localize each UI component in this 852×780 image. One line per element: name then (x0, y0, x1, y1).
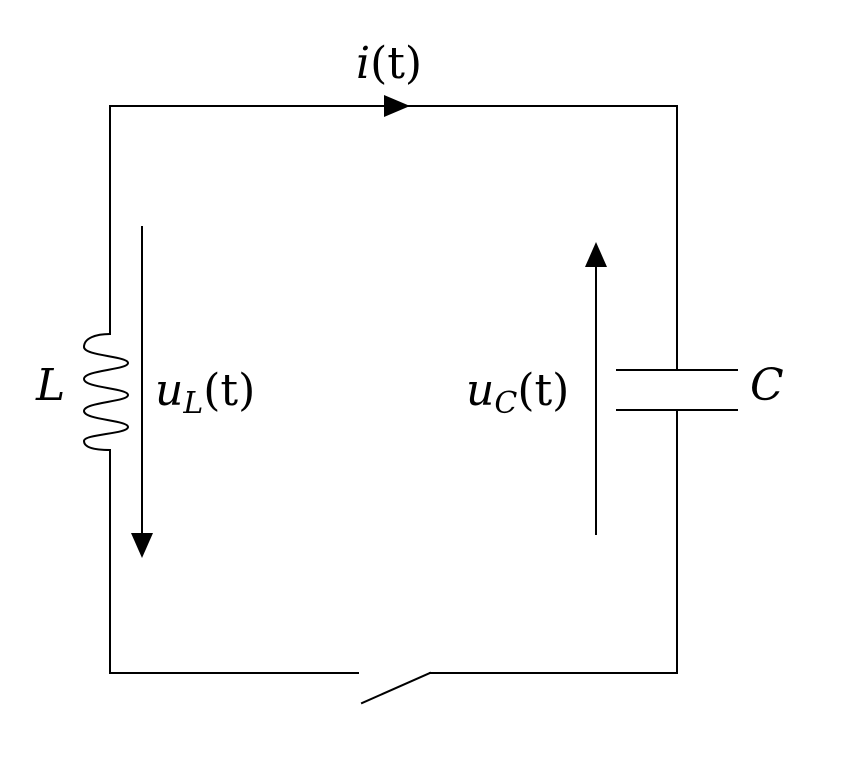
inductor (82, 333, 130, 451)
capacitor-voltage-label: uC(t) (466, 365, 569, 421)
right-wire-bottom (429, 409, 678, 674)
inductor-voltage-label: uL(t) (155, 365, 255, 421)
capacitor-voltage-arrow (585, 242, 607, 535)
left-wire-top (109, 105, 678, 371)
current-arrow-head (384, 95, 410, 117)
inductor-voltage-arrow (131, 226, 153, 558)
capacitor (616, 369, 738, 411)
inductor-coil (82, 333, 130, 451)
left-wire-bottom (109, 449, 359, 674)
switch (360, 671, 432, 705)
current-label: i(t) (356, 38, 422, 89)
inductor-label: L (35, 360, 65, 411)
capacitor-label: C (750, 360, 784, 411)
